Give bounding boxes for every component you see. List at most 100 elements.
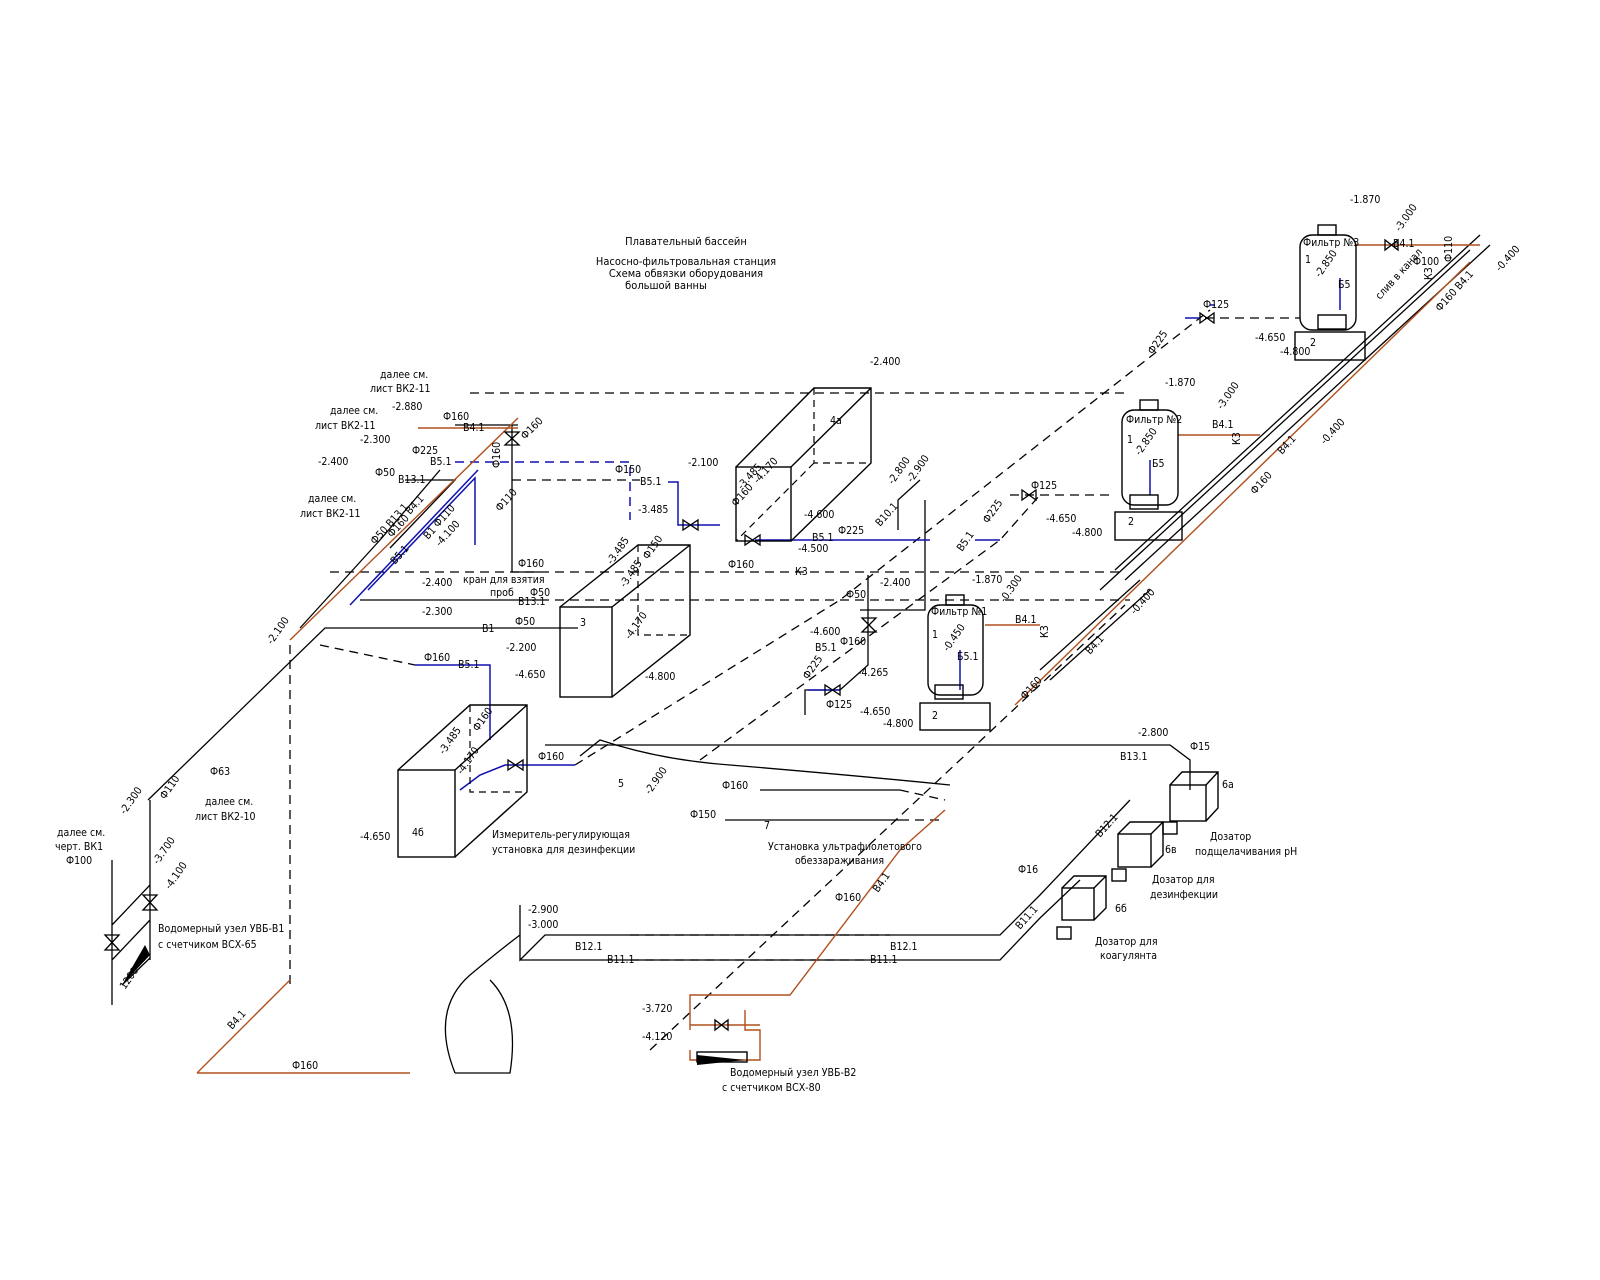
label-l-d100: Ф100: [66, 855, 92, 867]
label-l-d50a: Ф50: [375, 467, 395, 479]
label-l-d160v: Ф160: [491, 442, 503, 468]
filter-1: [919, 594, 991, 731]
label-l-k3: К3: [795, 566, 808, 578]
label-f1-d160: Ф160: [1018, 675, 1044, 702]
dosers: [1056, 771, 1219, 940]
label-f2-b5: Б5: [1152, 458, 1165, 470]
title-line-4: большой ванны: [625, 279, 707, 292]
tank-4b: [397, 704, 528, 858]
dashed-pipes: [289, 309, 1300, 1051]
label-l-list1: лист ВК2-11: [370, 383, 431, 395]
label-l-b51d: В5.1: [812, 532, 834, 544]
label-f2-1: 1: [1127, 434, 1133, 446]
label-l-m2880: -2.880: [392, 401, 422, 413]
title-block: Плавательный бассейн Насосно-фильтроваль…: [596, 235, 776, 292]
label-l-d160i: Ф160: [538, 751, 564, 763]
pump-icon: [1129, 494, 1159, 510]
label-l-kran1: кран для взятия: [463, 574, 545, 586]
label-f3-m4800: -4.800: [1280, 346, 1310, 358]
label-l-m4800a: -4.800: [645, 671, 675, 683]
label-l-m3485d: -3.485: [437, 725, 464, 757]
label-l-b111a: В11.1: [607, 954, 635, 966]
label-l-b131c: В13.1: [1120, 751, 1148, 763]
label-f1-b41r: В4.1: [1083, 633, 1106, 657]
label-l-d225a: Ф225: [412, 445, 438, 457]
label-l-d63: Ф63: [210, 766, 230, 778]
label-l-m2400b: -2.400: [422, 577, 452, 589]
filter-2: [1114, 399, 1183, 541]
label-l-t7: 7: [764, 820, 770, 832]
label-l-d160g: Ф160: [840, 636, 866, 648]
label-f2-m4800: -4.800: [1072, 527, 1102, 539]
black-pipes: [111, 234, 1491, 1074]
label-l-cherti: черт. ВК1: [55, 841, 103, 853]
valve-icon: [1021, 488, 1037, 502]
label-f2-m3000: -3.000: [1215, 380, 1242, 412]
label-f1-m0450: -0.450: [941, 622, 968, 654]
label-l-uz1a: Водомерный узел УВБ-В1: [158, 923, 284, 935]
label-l-b51a: В5.1: [430, 456, 452, 468]
tanks: [397, 387, 872, 858]
label-l-m4650a: -4.650: [515, 669, 545, 681]
b4-pipes-brown: [196, 244, 1480, 1074]
label-l-list3: лист ВК2-11: [300, 508, 361, 520]
filters: [919, 224, 1366, 731]
label-l-t3: 3: [580, 617, 586, 629]
label-f3-m1870: -1.870: [1350, 194, 1380, 206]
label-l-doz1b: подщелачивания pH: [1195, 846, 1297, 858]
label-l-m4265: -4.265: [858, 667, 888, 679]
label-l-m2100: -2.100: [688, 457, 718, 469]
label-l-d160b: Ф160: [519, 415, 546, 442]
label-l-b121b: В12.1: [890, 941, 918, 953]
label-l-m2400a: -2.400: [318, 456, 348, 468]
label-l-b131b: В13.1: [518, 596, 546, 608]
label-f2-m1870: -1.870: [1165, 377, 1195, 389]
label-l-d160e: Ф160: [729, 482, 755, 509]
label-l-doz2a: Дозатор для: [1152, 874, 1215, 886]
label-l-m2400d: -2.400: [880, 577, 910, 589]
label-f1-2: 2: [932, 710, 938, 722]
label-l-d110b: Ф110: [493, 487, 519, 514]
label-f3-d225: Ф225: [1146, 328, 1171, 356]
label-l-d15: Ф15: [1190, 741, 1210, 753]
label-f2-k3: К3: [1231, 432, 1243, 445]
label-l-m4800b: -4.800: [883, 718, 913, 730]
label-l-b41b: В4.1: [871, 870, 893, 894]
label-l-uz2b: с счетчиком ВСХ-80: [722, 1082, 821, 1094]
label-l-d160f: Ф160: [728, 559, 754, 571]
label-l-dalee2: далее см.: [330, 405, 378, 417]
label-l-uf1: Установка ультрафиолетового: [768, 841, 922, 853]
valve-icon: [1384, 238, 1399, 252]
label-l-d160d: Ф160: [424, 652, 450, 664]
b5-pipes-blue: [349, 278, 1341, 791]
label-l-dalee4: далее см.: [57, 827, 105, 839]
label-l-m4170c: -4.170: [623, 610, 650, 642]
label-f2-b51: В5.1: [955, 529, 977, 553]
valve-icon: [507, 758, 524, 772]
label-f1-1: 1: [932, 629, 938, 641]
label-l-b41c: В4.1: [225, 1008, 248, 1032]
label-l-kran2: проб: [490, 587, 514, 599]
label-l-m2300c: -2.300: [118, 785, 145, 817]
label-f3-2: 2: [1310, 337, 1316, 349]
label-l-d160c: Ф160: [518, 558, 544, 570]
label-l-d160l: Ф160: [292, 1060, 318, 1072]
label-f3-d110: Ф110: [1443, 236, 1455, 262]
filter-3: [1294, 224, 1366, 361]
label-f3-name: Фильтр №3: [1303, 237, 1359, 249]
label-f2-2: 2: [1128, 516, 1134, 528]
label-f2-m0400: -0.400: [1318, 416, 1347, 447]
label-f2-b41: В4.1: [1212, 419, 1234, 431]
label-l-izm2: установка для дезинфекции: [492, 844, 635, 856]
valve-icon: [1199, 311, 1215, 325]
label-l-m2200: -2.200: [506, 642, 536, 654]
valve-icon: [141, 894, 159, 911]
label-f1-b41: В4.1: [1015, 614, 1037, 626]
valves: [103, 238, 1399, 1032]
label-l-b51e: В5.1: [815, 642, 837, 654]
label-f3-m2850: -2.850: [1313, 248, 1340, 280]
pump-icon: [934, 684, 964, 700]
label-l-m2900a: -2.900: [905, 453, 932, 485]
title-line-2: Насосно-фильтровальная станция: [596, 255, 776, 268]
label-l-d160h: Ф160: [471, 705, 496, 733]
